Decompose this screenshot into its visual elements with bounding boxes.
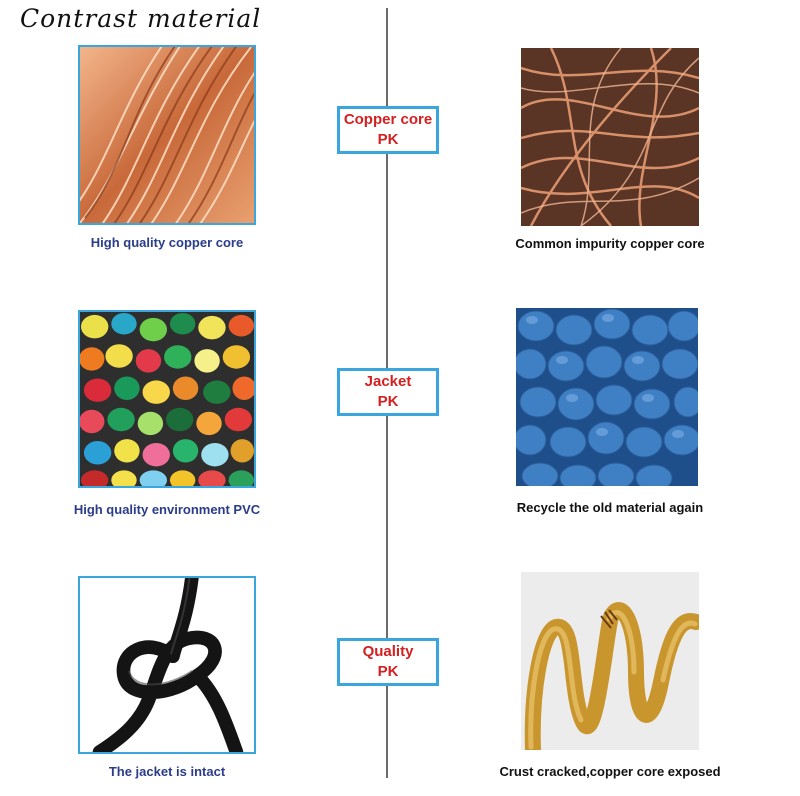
- intact-jacket-caption: The jacket is intact: [108, 764, 226, 779]
- impurity-copper-image: [521, 48, 699, 226]
- cracked-crust-caption: Crust cracked,copper core exposed: [499, 764, 721, 779]
- intact-jacket-image: [78, 576, 256, 754]
- pk-label-title: Copper core: [343, 111, 433, 128]
- high-quality-copper-image: [78, 45, 256, 225]
- cracked-crust-image: [521, 572, 699, 750]
- environment-pvc-image: [78, 310, 256, 488]
- recycled-material-image: [516, 308, 698, 486]
- recycled-material-caption: Recycle the old material again: [516, 500, 704, 515]
- pk-label-suffix: PK: [377, 663, 399, 680]
- jacket-pk-label: Jacket PK: [337, 368, 439, 416]
- pk-label-title: Quality: [362, 643, 414, 660]
- copper-core-pk-label: Copper core PK: [337, 106, 439, 154]
- pk-label-suffix: PK: [377, 131, 399, 148]
- page-title: Contrast material: [20, 4, 262, 33]
- pk-label-title: Jacket: [364, 373, 412, 390]
- pk-label-suffix: PK: [377, 393, 399, 410]
- environment-pvc-caption: High quality environment PVC: [73, 502, 261, 517]
- impurity-copper-caption: Common impurity copper core: [515, 236, 705, 251]
- quality-pk-label: Quality PK: [337, 638, 439, 686]
- high-quality-copper-caption: High quality copper core: [90, 235, 244, 250]
